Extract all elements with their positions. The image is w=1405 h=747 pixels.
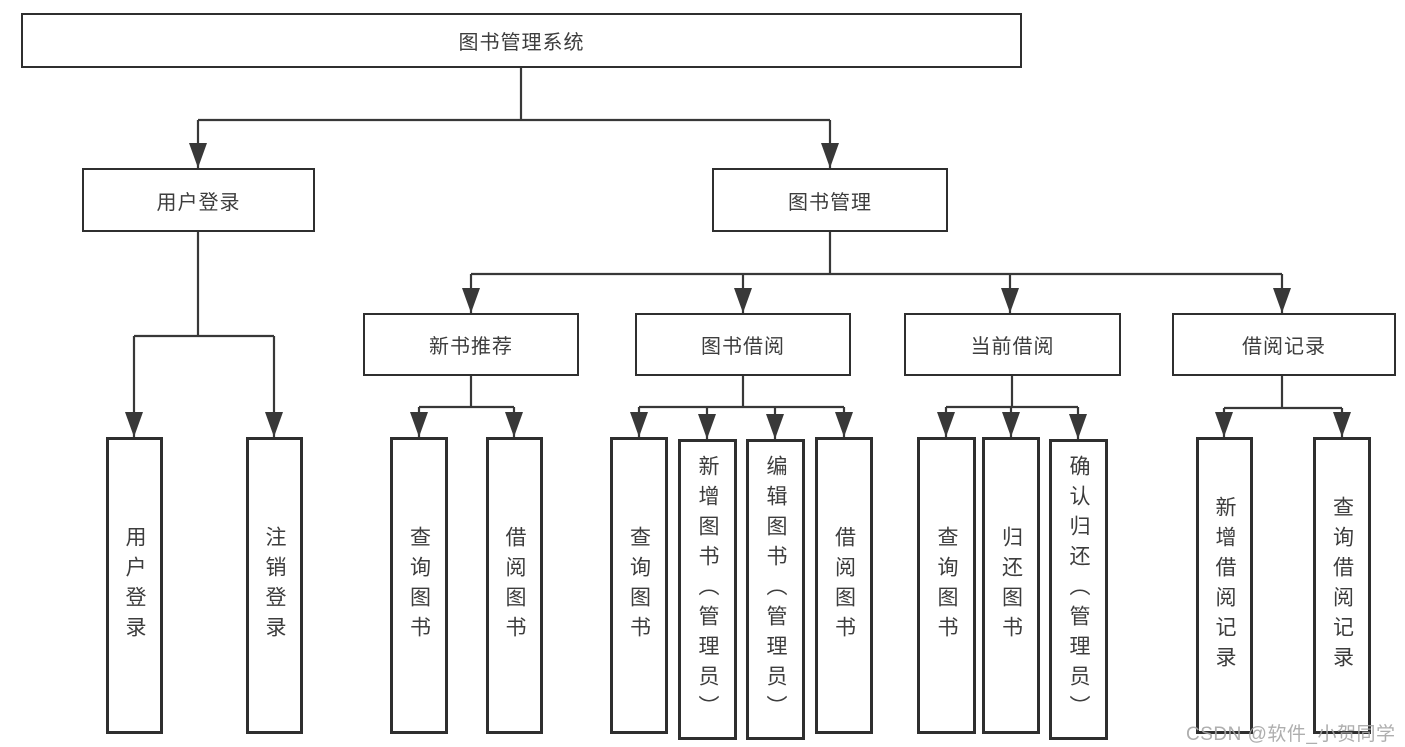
- leaf-user-login-label: 用户登录: [123, 525, 146, 646]
- node-root: 图书管理系统: [21, 13, 1022, 68]
- leaf-add-book-admin: 新增图书（管理员）: [678, 439, 737, 740]
- connector-user-login: [132, 232, 276, 437]
- leaf-logout: 注销登录: [246, 437, 303, 734]
- leaf-query-book-1: 查询图书: [390, 437, 448, 734]
- node-book-management: 图书管理: [712, 168, 948, 232]
- node-book-management-label: 图书管理: [788, 191, 872, 214]
- leaf-query-book-2-label: 查询图书: [627, 525, 651, 646]
- node-book-borrow: 图书借阅: [635, 313, 851, 376]
- arrowhead: [1069, 414, 1087, 439]
- leaf-add-borrow-record: 新增借阅记录: [1196, 437, 1253, 734]
- arrowhead: [505, 412, 523, 437]
- connector-book-borrow: [637, 376, 846, 439]
- arrowhead: [937, 412, 955, 437]
- leaf-add-book-admin-label: 新增图书（管理员）: [696, 454, 719, 725]
- node-user-login-label: 用户登录: [156, 191, 241, 214]
- leaf-borrow-book-1: 借阅图书: [486, 437, 543, 734]
- leaf-add-borrow-record-label: 新增借阅记录: [1213, 495, 1236, 676]
- arrowhead: [125, 412, 143, 437]
- connector-borrow-record: [1222, 376, 1344, 437]
- connector-root: [196, 68, 832, 168]
- node-borrow-record-label: 借阅记录: [1242, 336, 1326, 358]
- leaf-borrow-book-1-label: 借阅图书: [503, 525, 526, 646]
- arrowhead: [462, 288, 480, 313]
- node-borrow-record: 借阅记录: [1172, 313, 1396, 376]
- leaf-edit-book-admin: 编辑图书（管理员）: [746, 439, 805, 740]
- connector-new-book: [417, 376, 516, 437]
- leaf-query-borrow-record-label: 查询借阅记录: [1330, 495, 1354, 676]
- arrowhead: [821, 143, 839, 168]
- leaf-confirm-return-admin: 确认归还（管理员）: [1049, 439, 1108, 740]
- node-new-book-recommend: 新书推荐: [363, 313, 579, 376]
- arrowhead: [1001, 288, 1019, 313]
- leaf-query-borrow-record: 查询借阅记录: [1313, 437, 1371, 734]
- leaf-user-login: 用户登录: [106, 437, 163, 734]
- arrowhead: [265, 412, 283, 437]
- arrowhead: [766, 414, 784, 439]
- arrowhead: [698, 414, 716, 439]
- arrowhead: [410, 412, 428, 437]
- leaf-confirm-return-admin-label: 确认归还（管理员）: [1067, 454, 1090, 725]
- leaf-borrow-book-2: 借阅图书: [815, 437, 873, 734]
- csdn-watermark: CSDN @软件_小贺同学: [1186, 724, 1396, 745]
- leaf-query-book-1-label: 查询图书: [407, 525, 431, 646]
- node-user-login: 用户登录: [82, 168, 315, 232]
- leaf-query-book-2: 查询图书: [610, 437, 668, 734]
- node-root-label: 图书管理系统: [458, 32, 585, 54]
- node-current-borrow: 当前借阅: [904, 313, 1121, 376]
- arrowhead: [1002, 412, 1020, 437]
- leaf-return-book-label: 归还图书: [999, 525, 1023, 646]
- arrowhead: [189, 143, 207, 168]
- arrowhead: [630, 412, 648, 437]
- leaf-query-book-3: 查询图书: [917, 437, 976, 734]
- node-new-book-recommend-label: 新书推荐: [429, 336, 513, 358]
- leaf-edit-book-admin-label: 编辑图书（管理员）: [764, 454, 787, 725]
- connector-book-management: [469, 232, 1284, 313]
- arrowhead: [1333, 412, 1351, 437]
- arrowhead: [1215, 412, 1233, 437]
- node-current-borrow-label: 当前借阅: [970, 336, 1055, 358]
- arrowhead: [1273, 288, 1291, 313]
- arrowhead: [734, 288, 752, 313]
- node-book-borrow-label: 图书借阅: [701, 336, 785, 358]
- leaf-return-book: 归还图书: [982, 437, 1040, 734]
- leaf-borrow-book-2-label: 借阅图书: [832, 525, 856, 646]
- arrowhead: [835, 412, 853, 437]
- leaf-logout-label: 注销登录: [263, 525, 286, 646]
- leaf-query-book-3-label: 查询图书: [935, 525, 958, 646]
- arrowheads: [125, 143, 1351, 439]
